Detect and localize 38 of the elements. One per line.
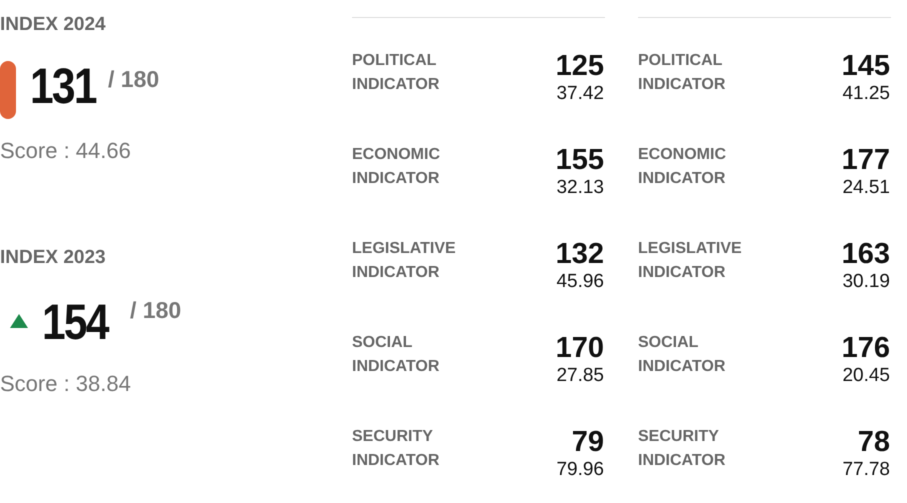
score-value: 20.45 bbox=[842, 365, 890, 387]
rank-number: 163 bbox=[842, 238, 890, 271]
indicator-name: LEGISLATIVE INDICATOR bbox=[352, 239, 457, 283]
rank-number: 155 bbox=[556, 144, 604, 177]
indicator-name: LEGISLATIVE INDICATOR bbox=[638, 239, 743, 283]
indicator-name: ECONOMIC INDICATOR bbox=[352, 145, 441, 189]
score-value: 24.51 bbox=[842, 177, 890, 199]
indicator-name: SOCIAL INDICATOR bbox=[638, 333, 726, 377]
indicator-name: ECONOMIC INDICATOR bbox=[638, 145, 727, 189]
score-value: 45.96 bbox=[556, 271, 604, 293]
indicator-name: SECURITY INDICATOR bbox=[638, 427, 726, 471]
rank-number: 78 bbox=[858, 426, 890, 459]
rank-number: 170 bbox=[556, 332, 604, 365]
rank-number: 177 bbox=[842, 144, 890, 177]
score-text: Score : 38.84 bbox=[0, 371, 131, 397]
rank-number: 132 bbox=[556, 238, 604, 271]
score-text: Score : 44.66 bbox=[0, 138, 131, 164]
rank-number: 176 bbox=[842, 332, 890, 365]
indicator-name: POLITICAL INDICATOR bbox=[352, 51, 440, 95]
indicator-name: SOCIAL INDICATOR bbox=[352, 333, 440, 377]
score-value: 37.42 bbox=[556, 83, 604, 105]
indicator-name: SECURITY INDICATOR bbox=[352, 427, 440, 471]
section-heading: INDEX 2024 bbox=[0, 14, 106, 36]
rank-number: 131 bbox=[30, 57, 96, 115]
rank-total: / 180 bbox=[130, 297, 182, 324]
section-heading: INDEX 2023 bbox=[0, 247, 106, 269]
score-value: 30.19 bbox=[842, 271, 890, 293]
score-value: 27.85 bbox=[556, 365, 604, 387]
score-value: 77.78 bbox=[842, 459, 890, 481]
indicator-name: POLITICAL INDICATOR bbox=[638, 51, 726, 95]
rank-number: 125 bbox=[556, 50, 604, 83]
score-value: 41.25 bbox=[842, 83, 890, 105]
score-value: 32.13 bbox=[556, 177, 604, 199]
rank-number: 145 bbox=[842, 50, 890, 83]
rank-number: 154 bbox=[42, 293, 108, 351]
rank-total: / 180 bbox=[108, 66, 160, 93]
score-value: 79.96 bbox=[556, 459, 604, 481]
rank-number: 79 bbox=[572, 426, 604, 459]
